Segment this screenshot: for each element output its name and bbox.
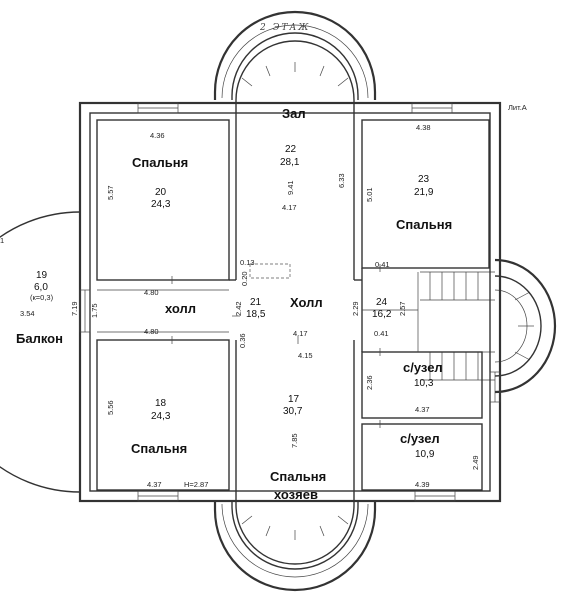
balcony-arc xyxy=(0,211,81,493)
room-19-number: 19 xyxy=(36,270,48,281)
dim-label: 6.33 xyxy=(337,173,346,188)
dim-label: H=2.87 xyxy=(184,480,208,489)
room-17-area: 30,7 xyxy=(283,406,303,417)
room-22-number: 22 xyxy=(285,144,297,155)
dim-label: 4.37 xyxy=(415,405,430,414)
dim-label: 5.57 xyxy=(106,185,115,200)
room-17-number: 17 xyxy=(288,394,300,405)
room-20-number: 20 xyxy=(155,187,167,198)
dim-label: 2.49 xyxy=(471,455,480,470)
room-17-name-line2: хозяев xyxy=(274,487,318,502)
room-17-name: Спальня xyxy=(270,469,326,484)
wc-2-area: 10,9 xyxy=(415,449,435,460)
room-21-name: Холл xyxy=(290,295,323,310)
room-hall-left-name: холл xyxy=(165,301,196,316)
room-22-name: Зал xyxy=(282,106,306,121)
room-20-name: Спальня xyxy=(132,155,188,170)
room-20-area: 24,3 xyxy=(151,199,171,210)
room-19-name: Балкон xyxy=(16,331,63,346)
dim-label: 3.54 xyxy=(20,309,35,318)
dim-label: 4.37 xyxy=(147,480,162,489)
room-21-number: 21 xyxy=(250,297,262,308)
room-22-area: 28,1 xyxy=(280,157,300,168)
top-bay xyxy=(213,10,377,100)
dim-label: 1.75 xyxy=(90,303,99,318)
room-23-name: Спальня xyxy=(396,217,452,232)
wc-1-area: 10,3 xyxy=(414,378,434,389)
lit-label: Лит.А xyxy=(508,103,527,112)
bottom-bay xyxy=(213,500,377,592)
dim-label: 4.17 xyxy=(282,203,297,212)
dim-label: 4.38 xyxy=(416,123,431,132)
room-19-note: (к=0,3) xyxy=(30,293,54,302)
floor-title: 2 ЭТАЖ xyxy=(259,23,310,33)
stair-bay xyxy=(420,258,557,394)
dim-label: 5.56 xyxy=(106,400,115,415)
dim-label: 2.57 xyxy=(398,301,407,316)
dim-label: 2.42 xyxy=(234,301,243,316)
dim-label: 4.36 xyxy=(150,131,165,140)
room-23-number: 23 xyxy=(418,174,430,185)
dim-label: 7.85 xyxy=(290,433,299,448)
wc-2-name: с/узел xyxy=(400,431,440,446)
dim-label: 4.15 xyxy=(298,351,313,360)
edge-mark: 1 xyxy=(0,236,4,245)
room-18-name: Спальня xyxy=(131,441,187,456)
dim-label: 4.80 xyxy=(144,288,159,297)
dim-label: 5.01 xyxy=(365,187,374,202)
dim-label: 0.41 xyxy=(374,329,389,338)
room-24-area: 16,2 xyxy=(372,309,392,320)
door-ticks xyxy=(171,264,381,428)
dim-label: 4.17 xyxy=(293,329,308,338)
dimensions: 4.36 4.38 5.57 9.41 6.33 4.17 5.01 0.13 … xyxy=(20,123,480,489)
windows xyxy=(79,102,501,502)
dim-label: 0.41 xyxy=(375,260,390,269)
wc-1-name: с/узел xyxy=(403,360,443,375)
dim-label: 0.36 xyxy=(238,333,247,348)
dim-label: 9.41 xyxy=(286,180,295,195)
dim-label: 7.19 xyxy=(70,301,79,316)
dim-label: 2.36 xyxy=(365,375,374,390)
interior-walls xyxy=(96,40,490,565)
dim-label: 2.29 xyxy=(351,301,360,316)
room-24-number: 24 xyxy=(376,297,388,308)
room-21-area: 18,5 xyxy=(246,309,266,320)
dim-label: 4.80 xyxy=(144,327,159,336)
room-18-number: 18 xyxy=(155,398,167,409)
room-19-area: 6,0 xyxy=(34,282,48,293)
room-18-area: 24,3 xyxy=(151,411,171,422)
room-23-area: 21,9 xyxy=(414,187,434,198)
dim-label: 4.39 xyxy=(415,480,430,489)
dim-label: 0.20 xyxy=(240,271,249,286)
dim-label: 0.13 xyxy=(240,258,255,267)
